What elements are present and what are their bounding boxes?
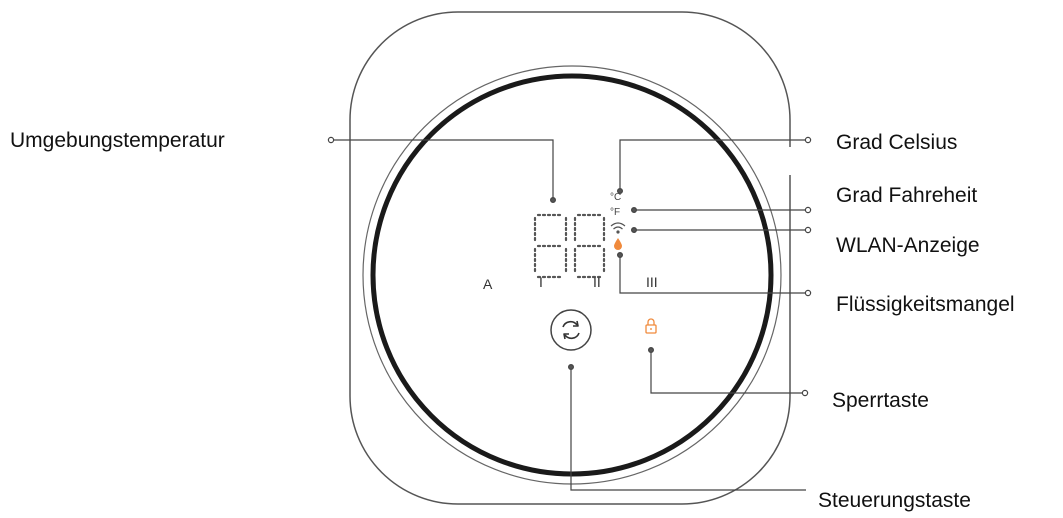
device-housing	[349, 11, 791, 505]
digit-1	[533, 213, 568, 279]
leader-ambient-temperature	[332, 139, 554, 200]
callout-leaders	[332, 139, 806, 491]
leader-control-key	[570, 367, 806, 491]
mode-2-label[interactable]: II	[593, 274, 601, 290]
label-wlan: WLAN-Anzeige	[836, 234, 980, 257]
digit-2	[573, 213, 606, 279]
control-button[interactable]	[550, 309, 592, 351]
leader-celsius	[619, 139, 806, 191]
label-control-key: Steuerungstaste	[818, 489, 971, 512]
control-dial-ring[interactable]	[370, 73, 774, 477]
label-ambient-temperature: Umgebungstemperatur	[10, 129, 225, 152]
temperature-digits	[533, 213, 606, 279]
leader-endpoints	[327, 136, 812, 397]
unit-fahrenheit-indicator: °F	[610, 207, 620, 218]
label-lock-key: Sperrtaste	[832, 389, 929, 412]
cycle-arrows-icon	[562, 320, 580, 340]
label-fahrenheit: Grad Fahreheit	[836, 184, 978, 207]
wifi-icon	[610, 222, 626, 234]
label-liquid-shortage: Flüssigkeitsmangel	[836, 293, 1015, 316]
mode-3-label[interactable]: III	[646, 274, 658, 290]
label-celsius: Grad Celsius	[836, 131, 958, 154]
mode-1-label[interactable]: I	[539, 274, 543, 290]
lock-icon[interactable]	[645, 318, 657, 334]
leader-liquid-shortage	[619, 255, 806, 294]
outer-ring	[362, 65, 782, 485]
mode-auto-label[interactable]: A	[483, 276, 493, 292]
water-drop-icon	[614, 238, 622, 250]
unit-celsius-indicator: °C	[610, 192, 621, 203]
leader-lock-key	[650, 350, 803, 394]
